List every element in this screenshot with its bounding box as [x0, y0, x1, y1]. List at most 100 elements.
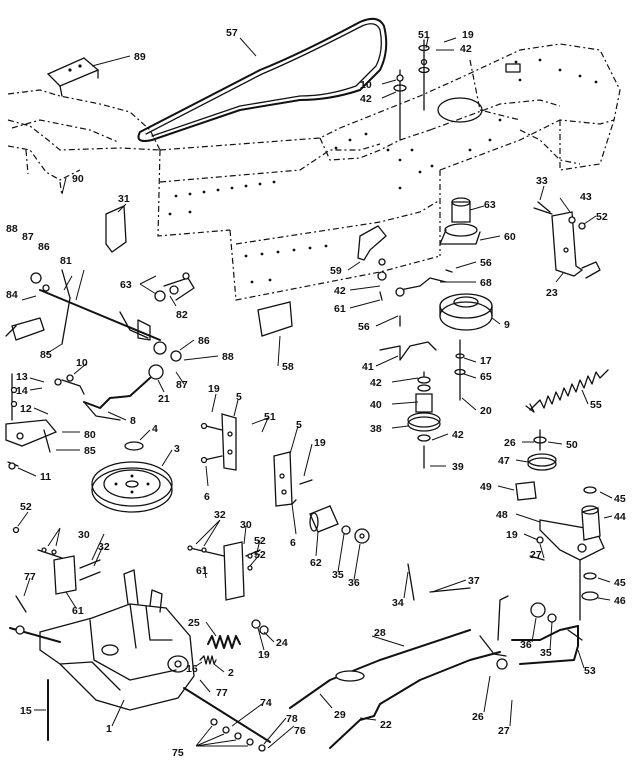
part-label: 2 — [228, 667, 234, 679]
spring-55 — [525, 369, 609, 413]
part-label: 42 — [452, 429, 464, 441]
part-label: 16 — [186, 663, 198, 675]
part-label: 84 — [6, 289, 18, 301]
frame-holes — [168, 58, 598, 284]
transmission-pulley — [91, 441, 173, 513]
control-rods — [289, 629, 508, 749]
part-label: 74 — [260, 697, 272, 709]
clutch-brackets — [357, 225, 447, 361]
part-label: 49 — [480, 481, 492, 493]
part-label: 5 — [236, 391, 242, 403]
part-label: 30 — [240, 519, 252, 531]
part-label: 86 — [38, 241, 50, 253]
part-label: 55 — [590, 399, 602, 411]
part-label: 26 — [504, 437, 516, 449]
part-label: 35 — [540, 647, 552, 659]
part-label: 61 — [334, 303, 346, 315]
part-label: 52 — [596, 211, 608, 223]
part-label: 85 — [40, 349, 52, 361]
part-label: 86 — [198, 335, 210, 347]
part-label: 9 — [504, 319, 510, 331]
part-label: 27 — [530, 549, 542, 561]
part-label: 33 — [536, 175, 548, 187]
brake-rod-37 — [429, 587, 471, 593]
part-label: 62 — [310, 557, 322, 569]
bracket-31 — [105, 205, 127, 253]
part-label: 26 — [472, 711, 484, 723]
bracket-23 — [533, 207, 601, 279]
part-label: 19 — [258, 649, 270, 661]
part-label: 11 — [40, 471, 51, 483]
part-label: 61 — [196, 565, 208, 577]
part-label: 29 — [334, 709, 346, 721]
part-label: 48 — [496, 509, 508, 521]
part-label: 20 — [480, 405, 492, 417]
part-labels: 89 57 51 19 42 10 42 90 31 63 60 33 43 5… — [6, 27, 626, 759]
bracket-63 — [154, 272, 195, 302]
bracket-58 — [257, 301, 293, 337]
part-label: 27 — [498, 725, 510, 737]
part-label: 40 — [370, 399, 382, 411]
part-label: 37 — [468, 575, 480, 587]
part-label: 78 — [286, 713, 298, 725]
part-label: 90 — [72, 173, 84, 185]
part-label: 63 — [484, 199, 496, 211]
part-label: 53 — [584, 665, 596, 677]
pivot-plate — [5, 373, 58, 470]
frame-rear — [7, 89, 161, 197]
frame-slot — [505, 63, 521, 73]
part-label: 68 — [480, 277, 492, 289]
brake-brackets — [12, 526, 261, 601]
brackets-5 — [200, 413, 313, 507]
washer-4 — [124, 441, 144, 451]
frame-main — [157, 43, 621, 301]
part-label: 42 — [460, 43, 472, 55]
part-label: 22 — [380, 719, 392, 731]
part-label: 17 — [480, 355, 492, 367]
part-label: 77 — [216, 687, 228, 699]
part-label: 8 — [130, 415, 136, 427]
frame-center-opening — [437, 97, 483, 123]
part-label: 58 — [282, 361, 294, 373]
part-label: 43 — [580, 191, 592, 203]
part-label: 35 — [332, 569, 344, 581]
part-label: 46 — [614, 595, 626, 607]
brake-rod-34 — [407, 563, 415, 601]
part-label: 63 — [120, 279, 132, 291]
part-label: 24 — [276, 637, 288, 649]
part-label: 28 — [374, 627, 386, 639]
part-label: 39 — [452, 461, 464, 473]
transaxle — [9, 569, 271, 752]
part-label: 42 — [334, 285, 346, 297]
part-label: 19 — [208, 383, 220, 395]
spring-25 — [207, 619, 269, 649]
part-label: 1 — [106, 723, 112, 735]
center-stack — [393, 39, 493, 401]
part-label: 10 — [360, 79, 372, 91]
part-label: 88 — [222, 351, 234, 363]
rod-53 — [497, 595, 583, 665]
bolt-77 — [15, 595, 27, 613]
part-label: 30 — [78, 529, 90, 541]
spring-2 — [199, 655, 217, 665]
part-label: 38 — [370, 423, 382, 435]
part-label: 45 — [614, 493, 626, 505]
part-label: 31 — [118, 193, 130, 205]
part-label: 50 — [566, 439, 578, 451]
part-label: 85 — [84, 445, 96, 457]
part-label: 56 — [480, 257, 492, 269]
part-label: 52 — [254, 549, 266, 561]
part-label: 42 — [370, 377, 382, 389]
part-label: 25 — [188, 617, 200, 629]
part-label: 89 — [134, 51, 146, 63]
part-label: 19 — [314, 437, 326, 449]
part-label: 10 — [76, 357, 88, 369]
part-label: 76 — [294, 725, 306, 737]
part-label: 47 — [498, 455, 510, 467]
leader-lines — [17, 37, 613, 749]
part-label: 51 — [264, 411, 276, 423]
part-label: 45 — [614, 577, 626, 589]
part-label: 59 — [330, 265, 342, 277]
